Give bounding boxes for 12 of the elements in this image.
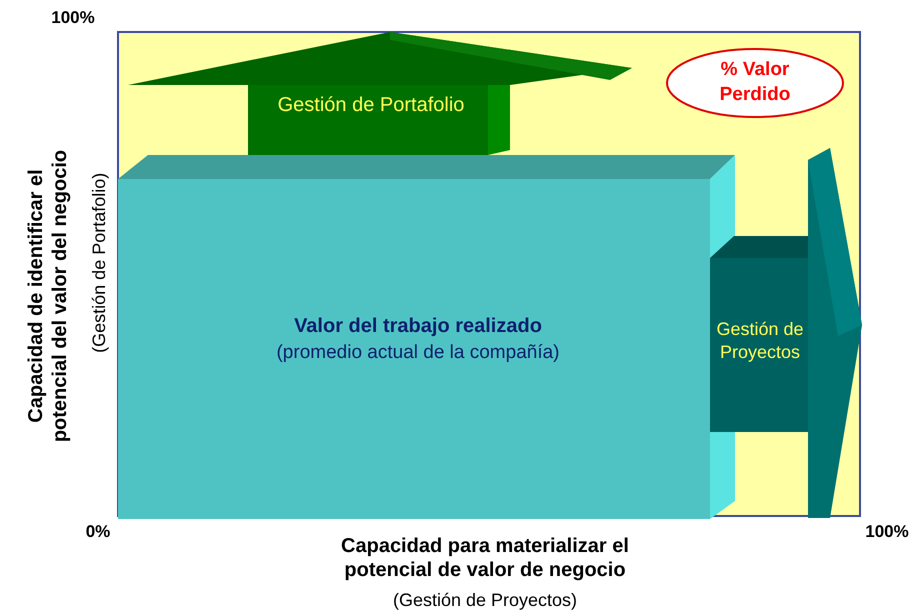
node-label: Gestión de Proyectos	[715, 318, 805, 364]
axis-tick-label: 100%	[864, 522, 910, 542]
axis-title: Capacidad para materializar el potencial de valor de negocio	[340, 534, 630, 582]
axis-tick-label: 100%	[50, 8, 96, 28]
axis-title: (Gestión de Portafolio)	[89, 172, 110, 355]
axis-title: (Gestión de Proyectos)	[392, 590, 578, 612]
node-label: % Valor Perdido	[718, 58, 792, 107]
axis-title: Capacidad de identificar el potencial del valor del negocio	[24, 148, 72, 444]
axis-tick-label: 0%	[84, 522, 112, 542]
node-label: Gestión de Portafolio	[276, 93, 466, 118]
node-label: Valor del trabajo realizado	[293, 314, 543, 339]
node-subtext: (promedio actual de la compañía)	[275, 341, 561, 365]
